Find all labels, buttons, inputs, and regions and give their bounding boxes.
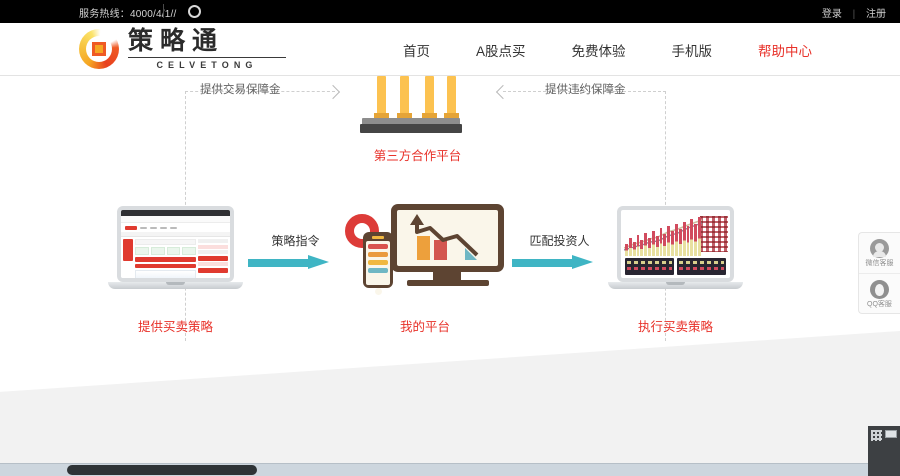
site-header: 策略通 CELVETONG 首页 A股点买 免费体验 手机版 帮助中心 [0,23,900,76]
service-item-wechat[interactable]: 微信客服 [859,233,900,273]
arrow-match-investor: 匹配投资人 [512,232,607,269]
nav-item-help-center[interactable]: 帮助中心 [758,43,813,59]
nav-item-astock[interactable]: A股点买 [476,43,526,59]
nav-item-free-trial[interactable]: 免费体验 [571,43,626,59]
main-nav: 首页 A股点买 免费体验 手机版 帮助中心 [380,23,835,76]
macbook-light-icon [108,206,243,294]
circle-logo-icon [79,29,119,69]
flow-diagram-canvas: 提供交易保障金 提供违约保障金 第三方合作平台 [0,76,900,476]
flow-label-right: 提供违约保障金 [545,84,626,96]
logo-chinese-name: 策略通 [128,26,225,55]
nav-item-home[interactable]: 首页 [403,43,430,59]
site-logo[interactable]: 策略通 CELVETONG [79,28,286,70]
smartphone-icon [363,232,393,295]
arrow-label-strategy: 策略指令 [271,234,320,248]
wechat-circle-icon[interactable] [188,5,201,18]
caption-execute-strategy: 执行买卖策略 [637,320,713,334]
nav-item-mobile[interactable]: 手机版 [671,43,713,59]
service-hotline-text: 服务热线：4000/4/1// [79,9,177,20]
taskbar-endcap[interactable] [868,426,900,476]
caption-my-platform: 我的平台 [399,320,450,334]
horizontal-scrollbar[interactable] [0,426,900,476]
service-item-qq[interactable]: QQ客服 [859,272,900,314]
macbook-dark-chart-icon [608,206,743,294]
qq-service-icon [870,279,889,299]
trend-chart-icon [410,214,479,260]
flow-label-left: 提供交易保障金 [200,84,281,96]
service-label-qq: QQ客服 [867,300,892,308]
arrow-label-match: 匹配投资人 [529,234,590,248]
platform-caption: 第三方合作平台 [373,149,462,163]
service-label-wechat: 微信客服 [865,260,894,267]
account-links: 登录 | 注册 [700,5,900,20]
account-links-divider: | [852,9,856,20]
register-link[interactable]: 注册 [866,9,886,20]
top-utility-bar: 服务热线：4000/4/1// 登录 | 注册 [0,0,900,23]
monitor-icon [391,204,504,272]
donut-chart-icon [345,214,379,248]
topbar-divider [163,4,164,18]
device-row: 策略指令 匹配投资人 [0,204,900,336]
service-panel: 微信客服 QQ客服 [858,232,900,315]
login-link[interactable]: 登录 [821,9,842,20]
bank-pillars-icon [360,76,462,134]
logo-text: 策略通 CELVETONG [128,28,286,70]
desktop-phone-chart-icon [345,204,505,299]
keyboard-icon[interactable] [871,430,882,441]
scrollbar-thumb[interactable] [67,465,257,475]
wechat-service-icon [870,239,889,258]
logo-english-name: CELVETONG [128,57,286,70]
background-wedge [0,331,900,476]
arrow-strategy-instruction: 策略指令 [248,232,343,269]
window-icon[interactable] [885,430,897,438]
caption-provide-strategy: 提供买卖策略 [137,320,213,334]
